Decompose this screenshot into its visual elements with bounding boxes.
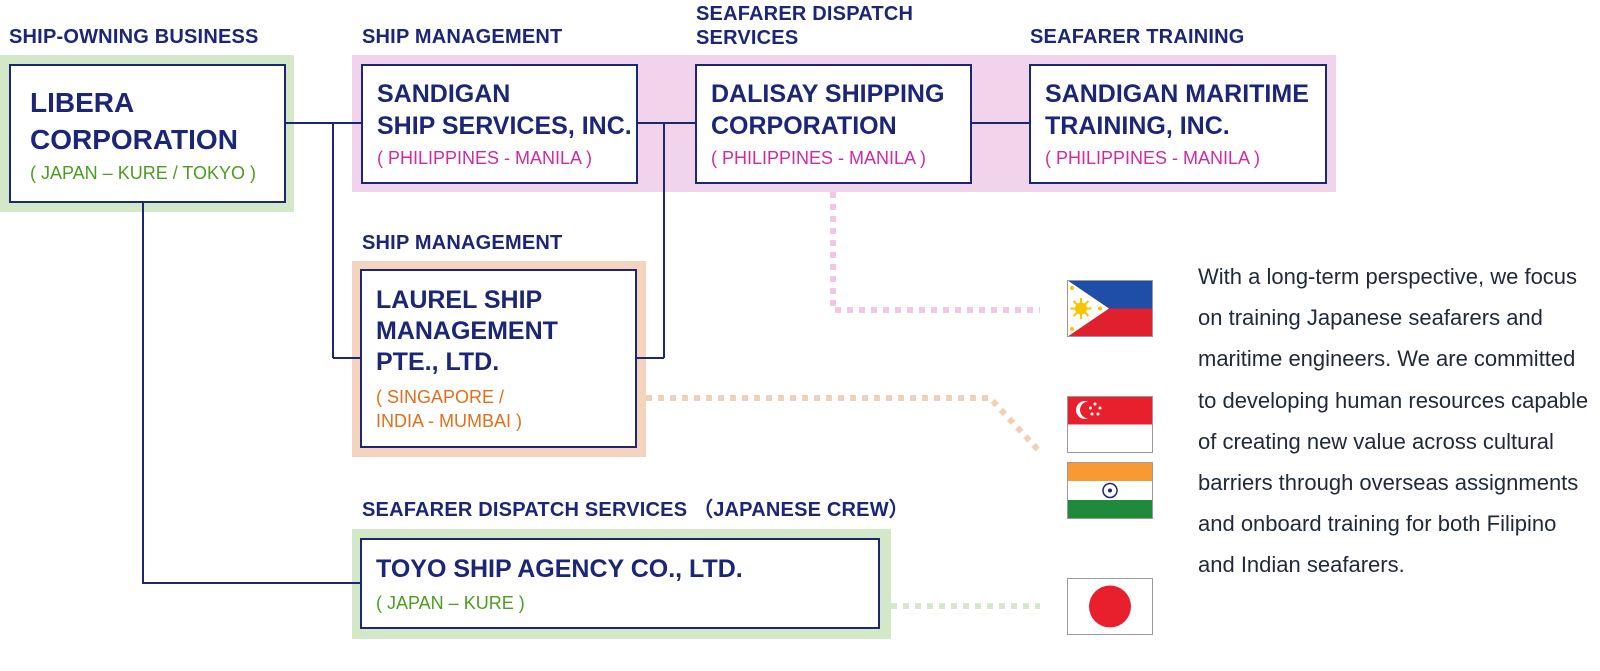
libera-corporation-box: LIBERA CORPORATION ( JAPAN – KURE / TOKY… [9,64,286,203]
sandigan-maritime-training-box: SANDIGAN MARITIME TRAINING, INC. ( PHILI… [1029,64,1327,184]
company-location: ( JAPAN – KURE / TOKYO ) [30,163,257,183]
company-name: TOYO SHIP AGENCY CO., LTD. [376,555,743,583]
company-location: ( SINGAPORE / INDIA - MUMBAI ) [376,387,523,431]
category-ship-owning: SHIP-OWNING BUSINESS [9,26,259,48]
category-seafarer-training: SEAFARER TRAINING [1030,26,1245,48]
toyo-ship-agency-box: TOYO SHIP AGENCY CO., LTD. ( JAPAN – KUR… [360,538,880,629]
category-ship-management-mid: SHIP MANAGEMENT [362,232,563,254]
philippines-flag-icon [1067,280,1153,337]
singapore-flag-icon [1067,396,1153,453]
company-location: ( PHILIPPINES - MANILA ) [377,148,593,168]
category-seafarer-dispatch-top: SEAFARER DISPATCH SERVICES [696,3,914,49]
company-location: ( JAPAN – KURE ) [376,593,525,613]
company-name: SANDIGAN SHIP SERVICES, INC. [377,80,632,140]
company-location: ( PHILIPPINES - MANILA ) [711,148,927,168]
category-ship-management-top: SHIP MANAGEMENT [362,26,563,48]
company-name: DALISAY SHIPPING CORPORATION [711,80,945,140]
company-name: LIBERA CORPORATION [30,87,238,155]
category-seafarer-dispatch-bottom: SEAFARER DISPATCH SERVICES （JAPANESE CRE… [362,499,910,521]
india-flag-icon [1067,462,1153,519]
company-location: ( PHILIPPINES - MANILA ) [1045,148,1261,168]
company-name: LAUREL SHIP MANAGEMENT PTE., LTD. [376,286,558,376]
japan-flag-icon [1067,578,1153,635]
dalisay-shipping-box: DALISAY SHIPPING CORPORATION ( PHILIPPIN… [695,64,972,184]
tagline-paragraph: With a long-term perspective, we focus o… [1198,264,1589,578]
company-name: SANDIGAN MARITIME TRAINING, INC. [1045,80,1309,140]
sandigan-ship-services-box: SANDIGAN SHIP SERVICES, INC. ( PHILIPPIN… [361,64,638,184]
laurel-ship-management-box: LAUREL SHIP MANAGEMENT PTE., LTD. ( SING… [360,269,637,448]
